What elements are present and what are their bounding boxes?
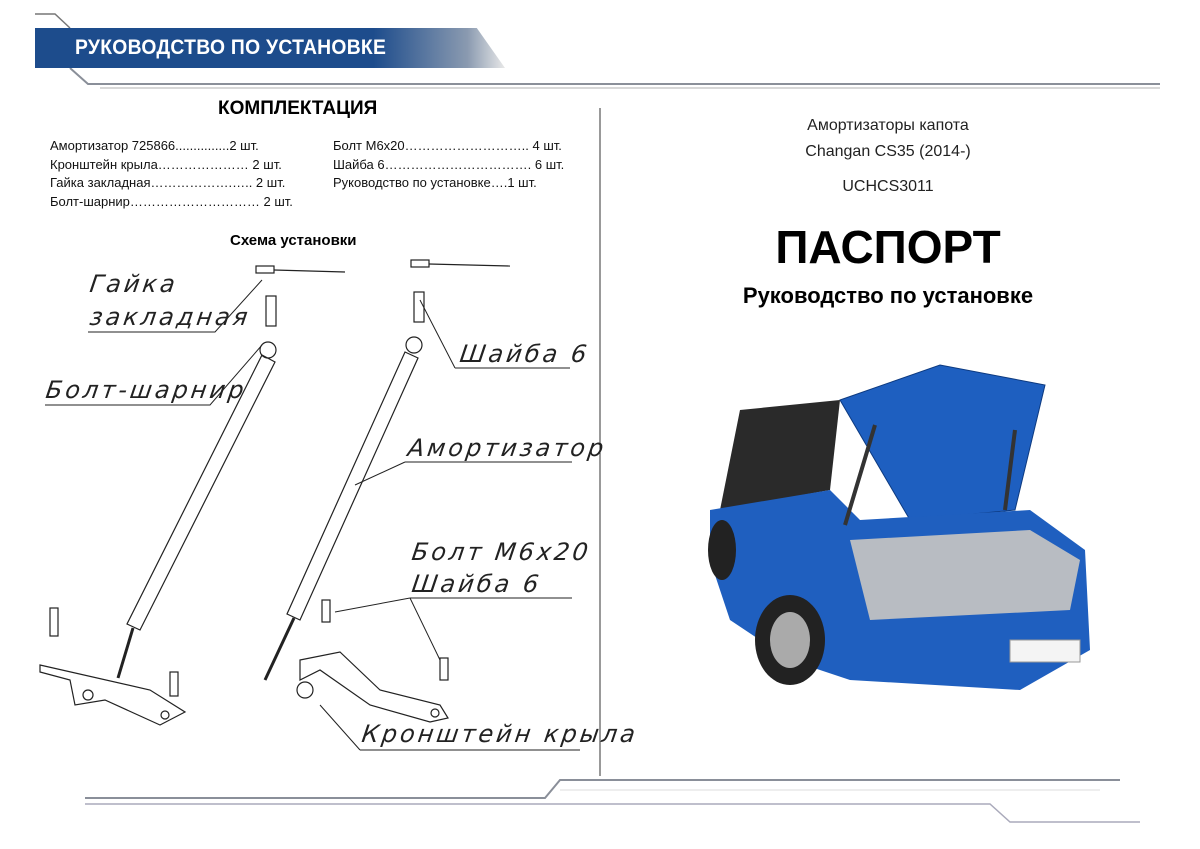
product-code: UCHCS3011 (842, 178, 934, 195)
passport-title: ПАСПОРТ (775, 221, 1001, 273)
label-washer: Шайба 6 (410, 570, 544, 598)
kit-item: Гайка закладная……………….….. 2 шт. (50, 175, 286, 190)
label-bolt: Болт М6х20 (410, 538, 593, 566)
bracket-left (39, 664, 187, 726)
nut-left (255, 265, 275, 274)
label-bracket: Кронштейн крыла (360, 720, 640, 748)
label-hinge-bolt: Болт-шарнир (44, 376, 249, 404)
nut-right (410, 259, 430, 268)
product-line1: Амортизаторы капота (807, 117, 969, 134)
label-nut-2: закладная (88, 303, 253, 331)
passport-subtitle: Руководство по установке (742, 283, 1034, 308)
kit-list-right: Болт М6х20……………………….. 4 шт. Шайба 6……………… (333, 137, 564, 193)
kit-item: Болт М6х20……………………….. 4 шт. (333, 138, 562, 153)
scheme-title: Схема установки (230, 232, 357, 249)
strut-right (286, 351, 419, 621)
label-strut: Амортизатор (406, 434, 609, 462)
kit-item: Амортизатор 725866...............2 шт. (50, 138, 259, 153)
strut-left (126, 354, 276, 631)
kit-item: Кронштейн крыла………………… 2 шт. (50, 156, 282, 172)
label-washer-top: Шайба 6 (458, 340, 592, 368)
kit-item: Шайба 6……………………………. 6 шт. (333, 156, 565, 172)
header-title: РУКОВОДСТВО ПО УСТАНОВКЕ (75, 36, 387, 59)
product-line2: Changan CS35 (2014-) (805, 143, 971, 160)
installation-diagram (39, 259, 580, 751)
header-banner (35, 28, 505, 68)
kit-item: Руководство по установке….1 шт. (333, 175, 537, 190)
kit-title: КОМПЛЕКТАЦИЯ (218, 98, 378, 119)
kit-list-left: Амортизатор 725866...............2 шт. К… (50, 137, 293, 211)
car-photo (708, 364, 1090, 690)
label-nut: Гайка (88, 270, 180, 298)
kit-item: Болт-шарнир………………………… 2 шт. (50, 193, 293, 209)
bracket-right (299, 651, 449, 723)
